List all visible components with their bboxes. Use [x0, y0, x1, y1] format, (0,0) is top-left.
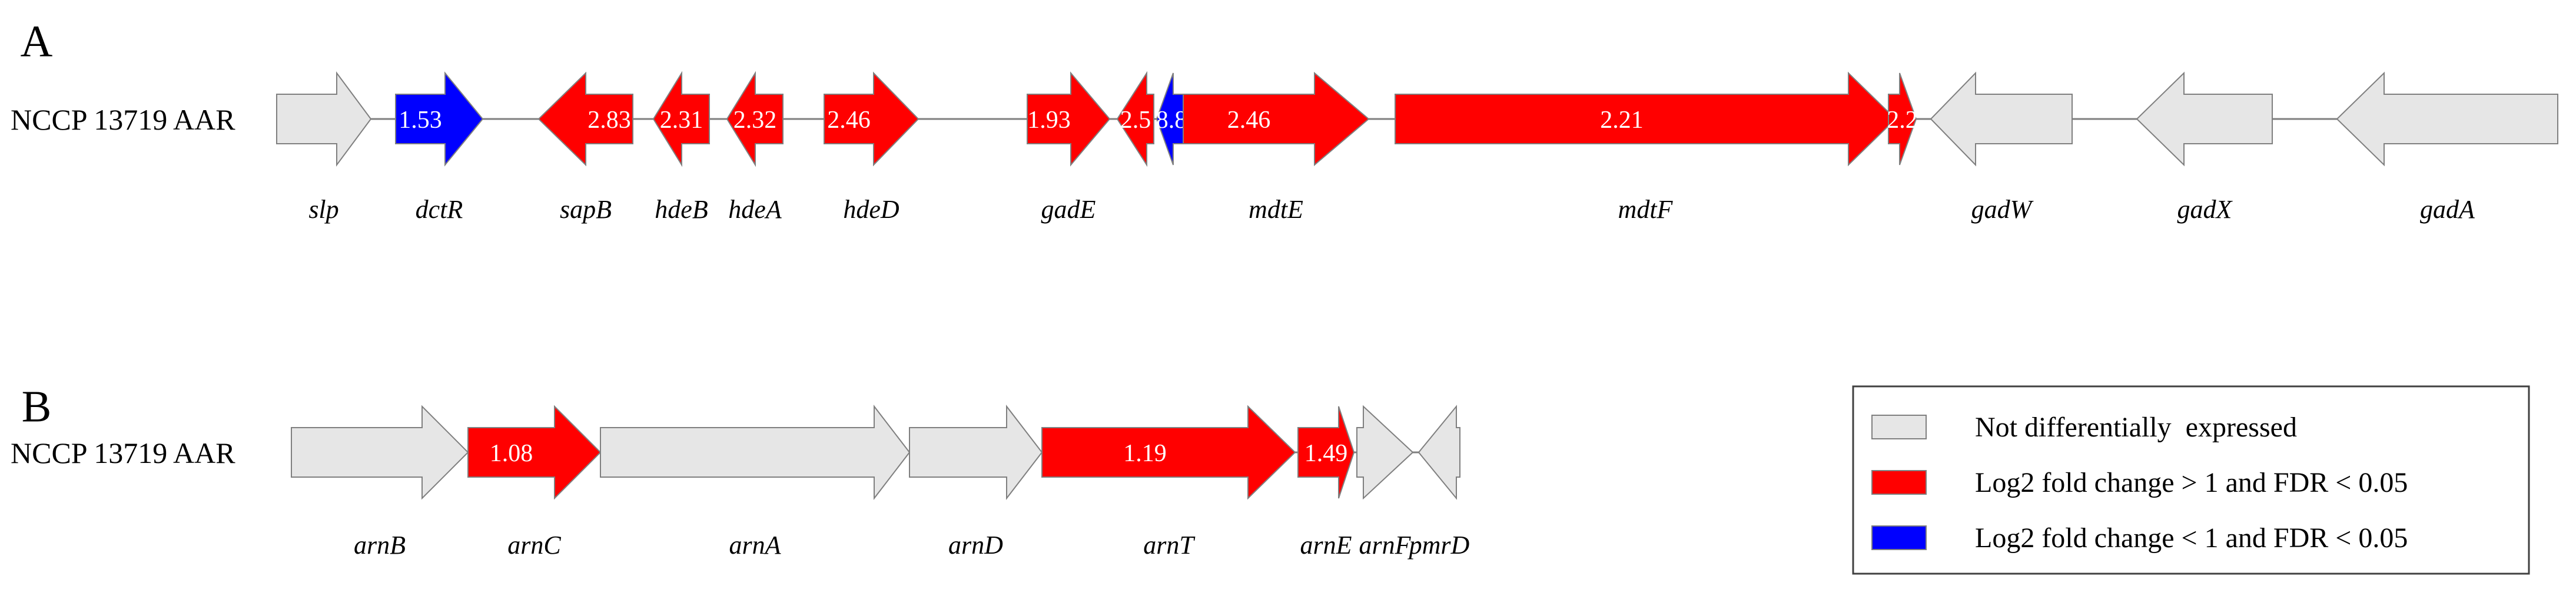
gene-name-arnf: arnF — [1359, 531, 1412, 560]
fold-change-label: 1.08 — [490, 440, 533, 467]
gene-arrow-pmrd — [1418, 405, 1460, 500]
gene-arrow-arnf — [1356, 405, 1414, 500]
gene-name-arnb: arnB — [354, 531, 406, 560]
gene-arrow-sapb — [537, 71, 633, 167]
gene-arrow-gadw — [1930, 71, 2073, 167]
panel-b: B NCCP 13719 AAR arnB 1.08 arnC arnA arnD 1.19 a… — [11, 382, 1470, 560]
gene-name-sapb: sapB — [560, 195, 612, 224]
gene-arrow-mdtf — [1395, 71, 1897, 167]
gene-arrow-hded — [824, 71, 919, 167]
fold-change-label: 1.53 — [399, 107, 442, 134]
gene-arrow-hdea — [726, 71, 784, 167]
panel-letter: B — [22, 382, 52, 431]
gene-name-dctr: dctR — [416, 195, 463, 224]
gene-name-hded: hdeD — [843, 195, 899, 224]
fold-change-label: 1.93 — [1027, 107, 1071, 134]
gene-name-arnd: arnD — [948, 531, 1003, 560]
gene-arrow-gade — [1027, 71, 1111, 167]
panel-a: A NCCP 13719 AAR slp 1.53 dctR 2.83 sapB 2.31 hd… — [11, 16, 2558, 224]
fold-change-label: 2.83 — [587, 107, 631, 134]
gene-name-arna: arnA — [729, 531, 782, 560]
gene-name-gade: gadE — [1041, 195, 1096, 224]
fold-change-label: 2.46 — [1227, 107, 1271, 134]
gene-name-slp: slp — [308, 195, 338, 224]
gene-arrow-gada — [2336, 71, 2558, 167]
gene-name-arnc: arnC — [507, 531, 561, 560]
legend-swatch-up — [1871, 470, 1927, 495]
gene-arrow-arne — [1297, 406, 1355, 499]
gene-arrow-arnc — [467, 405, 602, 500]
gene-arrow-arnd — [909, 405, 1043, 500]
gene-arrow-unlabeled-8 — [1116, 71, 1154, 167]
fold-change-label: 8.8 — [1156, 107, 1187, 134]
strain-label: NCCP 13719 AAR — [11, 436, 235, 469]
panel-letter: A — [21, 16, 53, 66]
gene-name-mdte: mdtE — [1249, 195, 1303, 224]
fold-change-label: 2.32 — [733, 107, 777, 134]
legend-label-not-differential: Not differentially expressed — [1975, 412, 2297, 443]
fold-change-label: 2.2 — [1887, 107, 1918, 134]
gene-name-gadw: gadW — [1971, 195, 2034, 224]
gene-name-mdtf: mdtF — [1618, 195, 1674, 224]
gene-arrow-arnb — [291, 405, 469, 500]
gene-arrow-unlabeled-12 — [1888, 72, 1917, 166]
strain-label: NCCP 13719 AAR — [11, 103, 235, 136]
fold-change-label: 1.49 — [1304, 440, 1348, 467]
gene-name-arne: arnE — [1300, 531, 1352, 560]
legend-label-up: Log2 fold change > 1 and FDR < 0.05 — [1975, 467, 2408, 498]
fold-change-label: 2.5 — [1120, 107, 1151, 134]
gene-arrow-dctr — [395, 71, 484, 167]
fold-change-label: 1.19 — [1123, 440, 1167, 467]
legend-swatch-not-differential — [1871, 415, 1927, 439]
gene-arrow-arna — [600, 405, 911, 500]
gene-name-gada: gadA — [2420, 195, 2475, 224]
gene-arrow-slp — [276, 71, 372, 167]
legend-label-down: Log2 fold change < 1 and FDR < 0.05 — [1975, 522, 2408, 554]
gene-arrow-arnt — [1041, 405, 1296, 500]
gene-name-hdea: hdeA — [728, 195, 782, 224]
gene-arrow-hdeb — [652, 71, 710, 167]
legend-box — [1852, 385, 2530, 575]
gene-name-arnt: arnT — [1143, 531, 1196, 560]
gene-name-hdeb: hdeB — [655, 195, 708, 224]
gene-arrow-gadx — [2136, 71, 2273, 167]
gene-name-pmrd: pmrD — [1407, 531, 1470, 560]
fold-change-label: 2.21 — [1600, 107, 1644, 134]
gene-name-gadx: gadX — [2177, 195, 2233, 224]
legend-swatch-down — [1871, 525, 1927, 550]
fold-change-label: 2.31 — [660, 107, 703, 134]
gene-arrow-mdte — [1183, 71, 1370, 167]
fold-change-label: 2.46 — [827, 107, 871, 134]
